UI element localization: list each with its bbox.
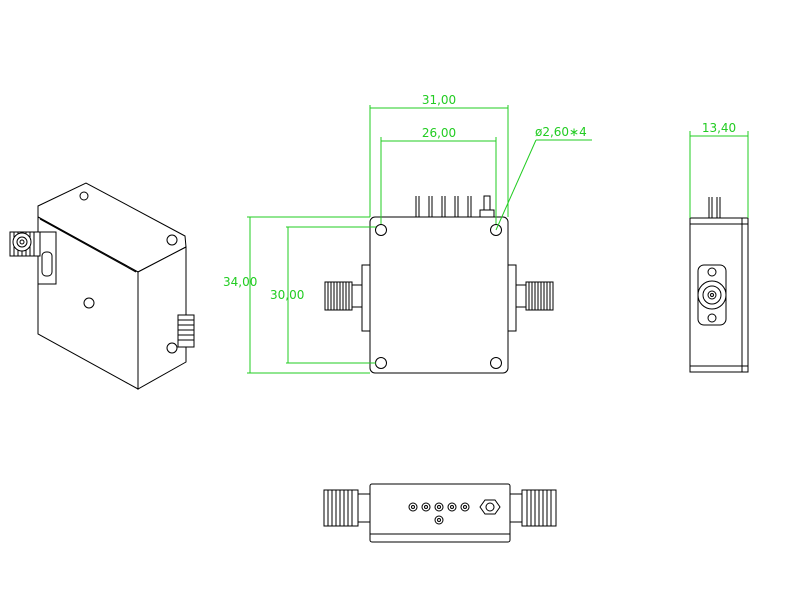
mounting-hole [79, 191, 89, 201]
mounting-hole [375, 224, 387, 236]
dimension-label: 34,00 [223, 275, 257, 289]
sma-connector-left [9, 231, 57, 285]
dimension-width-total: 31,00 [369, 93, 509, 217]
dimension-width-holes: 26,00 [380, 126, 497, 224]
mounting-hole [490, 224, 502, 236]
mounting-hole [490, 357, 502, 369]
dimension-label: 13,40 [702, 121, 736, 135]
sma-connector-right [509, 489, 557, 527]
sma-connector-right [177, 314, 195, 348]
mounting-hole [166, 342, 178, 354]
dimension-label: 26,00 [422, 126, 456, 140]
dimension-label: ø2,60∗4 [535, 125, 587, 139]
dimension-height-total: 34,00 [223, 216, 370, 374]
front-view: 31,00 26,00 ø2,60∗4 34,00 30,00 [223, 93, 592, 374]
side-view: 13,40 [689, 121, 749, 373]
dimension-height-holes: 30,00 [270, 226, 376, 364]
mounting-hole [375, 357, 387, 369]
pins [415, 195, 495, 218]
dimension-hole-callout: ø2,60∗4 [495, 125, 592, 231]
dimension-depth: 13,40 [689, 121, 749, 218]
enclosure-bottom [369, 483, 511, 543]
sma-connector-left [323, 489, 371, 527]
mounting-hole [83, 297, 95, 309]
mounting-hole [166, 234, 178, 246]
isometric-view [9, 182, 195, 390]
enclosure-body [369, 216, 509, 374]
bottom-view [323, 483, 557, 543]
sma-connector-left [324, 264, 371, 332]
enclosure-side [689, 217, 749, 373]
sma-connector-right [507, 264, 554, 332]
dimension-label: 31,00 [422, 93, 456, 107]
sma-connector-face [697, 264, 727, 326]
dimension-label: 30,00 [270, 288, 304, 302]
